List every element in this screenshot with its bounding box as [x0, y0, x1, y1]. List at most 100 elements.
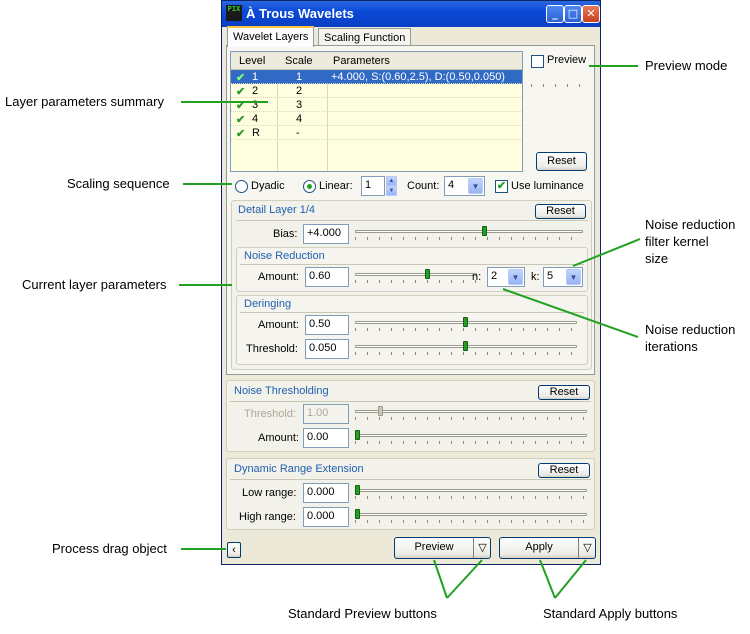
nt-amount-slider-thumb[interactable] — [355, 430, 360, 440]
dr-amount-slider[interactable] — [355, 317, 577, 333]
dr-amount-field[interactable]: 0.50 — [305, 315, 349, 335]
nr-k-label: k: — [531, 271, 540, 283]
close-icon[interactable]: ✕ — [582, 5, 600, 23]
row-level: 3 — [252, 99, 259, 111]
low-range-field[interactable]: 0.000 — [303, 483, 349, 503]
annotation-current-layer: Current layer parameters — [22, 277, 167, 292]
dr-amount-slider-thumb[interactable] — [463, 317, 468, 327]
annotation-scaling-sequence: Scaling sequence — [67, 176, 170, 191]
high-range-slider[interactable] — [355, 509, 587, 525]
iterations-line — [502, 288, 639, 338]
nt-threshold-field[interactable]: 1.00 — [303, 404, 349, 424]
nr-iterations-combo[interactable]: 2 ▼ — [487, 267, 525, 287]
linear-increment-field[interactable]: 1 — [361, 176, 385, 196]
annotation-drag-object: Process drag object — [52, 541, 167, 556]
nt-threshold-label: Threshold: — [244, 408, 296, 420]
nr-amount-label: Amount: — [258, 271, 299, 283]
preview-slider[interactable] — [531, 73, 587, 89]
deringing-title: Deringing — [244, 298, 292, 310]
enabled-check-icon[interactable]: ✔ — [236, 100, 246, 112]
title-bar[interactable]: PIX À Trous Wavelets _ □ ✕ — [222, 1, 600, 27]
std-preview-line-2 — [446, 559, 483, 599]
header-scale[interactable]: Scale — [285, 55, 313, 67]
dr-amount-label: Amount: — [258, 319, 299, 331]
enabled-check-icon[interactable]: ✔ — [236, 114, 246, 126]
apply-dropdown-icon[interactable]: ▽ — [583, 542, 592, 554]
separator — [473, 538, 474, 558]
detail-layer-reset-button[interactable]: Reset — [535, 204, 586, 219]
chevron-down-icon[interactable]: ▼ — [508, 269, 523, 285]
low-range-slider-thumb[interactable] — [355, 485, 360, 495]
table-row[interactable]: ✔ 4 4 — [231, 112, 522, 126]
bias-field[interactable]: +4.000 — [303, 224, 349, 244]
annotation-kernel-size-1: Noise reduction — [645, 217, 736, 232]
layer-list-reset-button[interactable]: Reset — [536, 152, 587, 171]
preview-button[interactable]: Preview — [414, 541, 454, 553]
std-apply-line-2 — [554, 559, 587, 599]
use-luminance-checkbox[interactable]: ✔ — [495, 180, 508, 193]
minimize-icon[interactable]: _ — [546, 5, 564, 23]
linear-increment-spinner[interactable]: ▲▼ — [386, 176, 397, 196]
maximize-icon[interactable]: □ — [564, 5, 582, 23]
header-parameters[interactable]: Parameters — [333, 55, 390, 67]
bias-slider[interactable] — [355, 226, 583, 242]
noise-reduction-title: Noise Reduction — [244, 250, 325, 262]
nt-threshold-slider[interactable] — [355, 406, 587, 422]
table-row[interactable]: ✔ R - — [231, 126, 522, 140]
enabled-check-icon[interactable]: ✔ — [236, 128, 246, 140]
separator — [240, 264, 584, 265]
nr-amount-field[interactable]: 0.60 — [305, 267, 349, 287]
high-range-field[interactable]: 0.000 — [303, 507, 349, 527]
table-row[interactable]: ✔ 2 2 — [231, 84, 522, 98]
low-range-label: Low range: — [242, 487, 297, 499]
count-combo[interactable]: 4 ▼ — [444, 176, 485, 196]
preview-dropdown-icon[interactable]: ▽ — [478, 542, 487, 554]
tab-scaling-function[interactable]: Scaling Function — [318, 28, 412, 47]
row-params: +4.000, S:(0.60,2.5), D:(0.50,0.050) — [331, 71, 505, 83]
noise-thresholding-reset-button[interactable]: Reset — [538, 385, 590, 400]
annotation-iterations-1: Noise reduction — [645, 322, 736, 337]
apply-button[interactable]: Apply — [525, 541, 553, 553]
nt-threshold-slider-thumb[interactable] — [377, 406, 383, 416]
preview-checkbox[interactable] — [531, 55, 544, 68]
nt-amount-slider[interactable] — [355, 430, 587, 446]
dynamic-range-reset-button[interactable]: Reset — [538, 463, 590, 478]
dr-threshold-label: Threshold: — [246, 343, 298, 355]
linear-radio[interactable] — [303, 180, 316, 193]
chevron-down-icon[interactable]: ▼ — [566, 269, 581, 285]
enabled-check-icon[interactable]: ✔ — [236, 86, 246, 98]
dr-threshold-field[interactable]: 0.050 — [305, 339, 349, 359]
std-apply-line-1 — [539, 559, 556, 599]
bias-slider-thumb[interactable] — [481, 226, 487, 236]
layer-list[interactable]: Level Scale Parameters ✔ 1 1 +4.000, S:(… — [230, 51, 523, 172]
tab-wavelet-layers[interactable]: Wavelet Layers — [227, 26, 315, 47]
bias-label: Bias: — [273, 228, 298, 240]
dyadic-radio[interactable] — [235, 180, 248, 193]
chevron-down-icon[interactable]: ▼ — [468, 178, 483, 194]
dr-threshold-slider-thumb[interactable] — [463, 341, 468, 351]
std-preview-line-1 — [433, 559, 448, 599]
high-range-slider-thumb[interactable] — [355, 509, 360, 519]
table-row[interactable]: ✔ 1 1 +4.000, S:(0.60,2.5), D:(0.50,0.05… — [231, 70, 522, 84]
dr-threshold-slider[interactable] — [355, 341, 577, 357]
nr-amount-slider-thumb[interactable] — [424, 269, 430, 279]
separator — [230, 479, 591, 480]
enabled-check-icon[interactable]: ✔ — [236, 72, 246, 84]
row-level: 2 — [252, 85, 259, 97]
table-row[interactable]: ✔ 3 3 — [231, 98, 522, 112]
low-range-slider[interactable] — [355, 485, 587, 501]
header-level[interactable]: Level — [239, 55, 266, 67]
annotation-kernel-size-3: size — [645, 251, 669, 266]
row-level: 4 — [252, 113, 259, 125]
process-drag-object[interactable]: ‹ — [227, 542, 241, 558]
nt-amount-field[interactable]: 0.00 — [303, 428, 349, 448]
annotation-kernel-size-2: filter kernel — [645, 234, 709, 249]
nr-amount-slider[interactable] — [355, 269, 477, 285]
annotation-preview-mode: Preview mode — [645, 58, 728, 73]
count-value: 4 — [448, 179, 455, 191]
noise-reduction-group — [236, 247, 588, 292]
row-scale: 3 — [296, 99, 303, 111]
kernel-size-line — [572, 238, 641, 267]
nr-kernel-size-combo[interactable]: 5 ▼ — [543, 267, 583, 287]
